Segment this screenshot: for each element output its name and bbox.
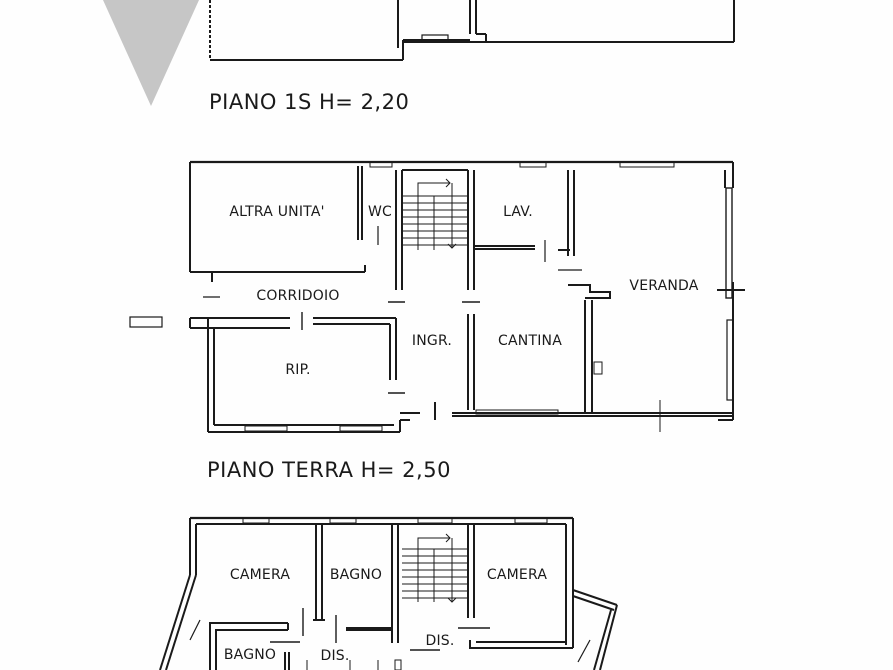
- floor-title-piano-terra: PIANO TERRA H= 2,50: [207, 458, 451, 482]
- room-label-disimpegno-left: DIS.: [320, 648, 350, 664]
- room-label-altra-unita: ALTRA UNITA': [229, 204, 325, 220]
- room-label-lav: LAV.: [503, 204, 533, 220]
- room-label-cantina: CANTINA: [498, 333, 562, 349]
- room-label-camera-right: CAMERA: [486, 567, 548, 583]
- room-label-bagno-top: BAGNO: [329, 567, 383, 583]
- room-label-corridoio: CORRIDOIO: [256, 288, 340, 304]
- room-label-bagno-bottom: BAGNO: [223, 647, 277, 663]
- room-label-ingresso: INGR.: [411, 333, 453, 349]
- room-label-ripostiglio: RIP.: [285, 362, 311, 378]
- floor-plan-piano-primo: [159, 516, 618, 670]
- room-label-wc: WC: [367, 204, 393, 220]
- room-label-veranda: VERANDA: [629, 278, 699, 294]
- north-arrow-triangle-icon: [103, 0, 199, 106]
- floor-plan-piano-1s: [209, 0, 735, 61]
- room-label-camera-left: CAMERA: [229, 567, 291, 583]
- floor-plan-piano-terra: [129, 160, 745, 433]
- floor-title-piano-1s: PIANO 1S H= 2,20: [209, 90, 410, 114]
- room-label-disimpegno-right: DIS.: [425, 633, 455, 649]
